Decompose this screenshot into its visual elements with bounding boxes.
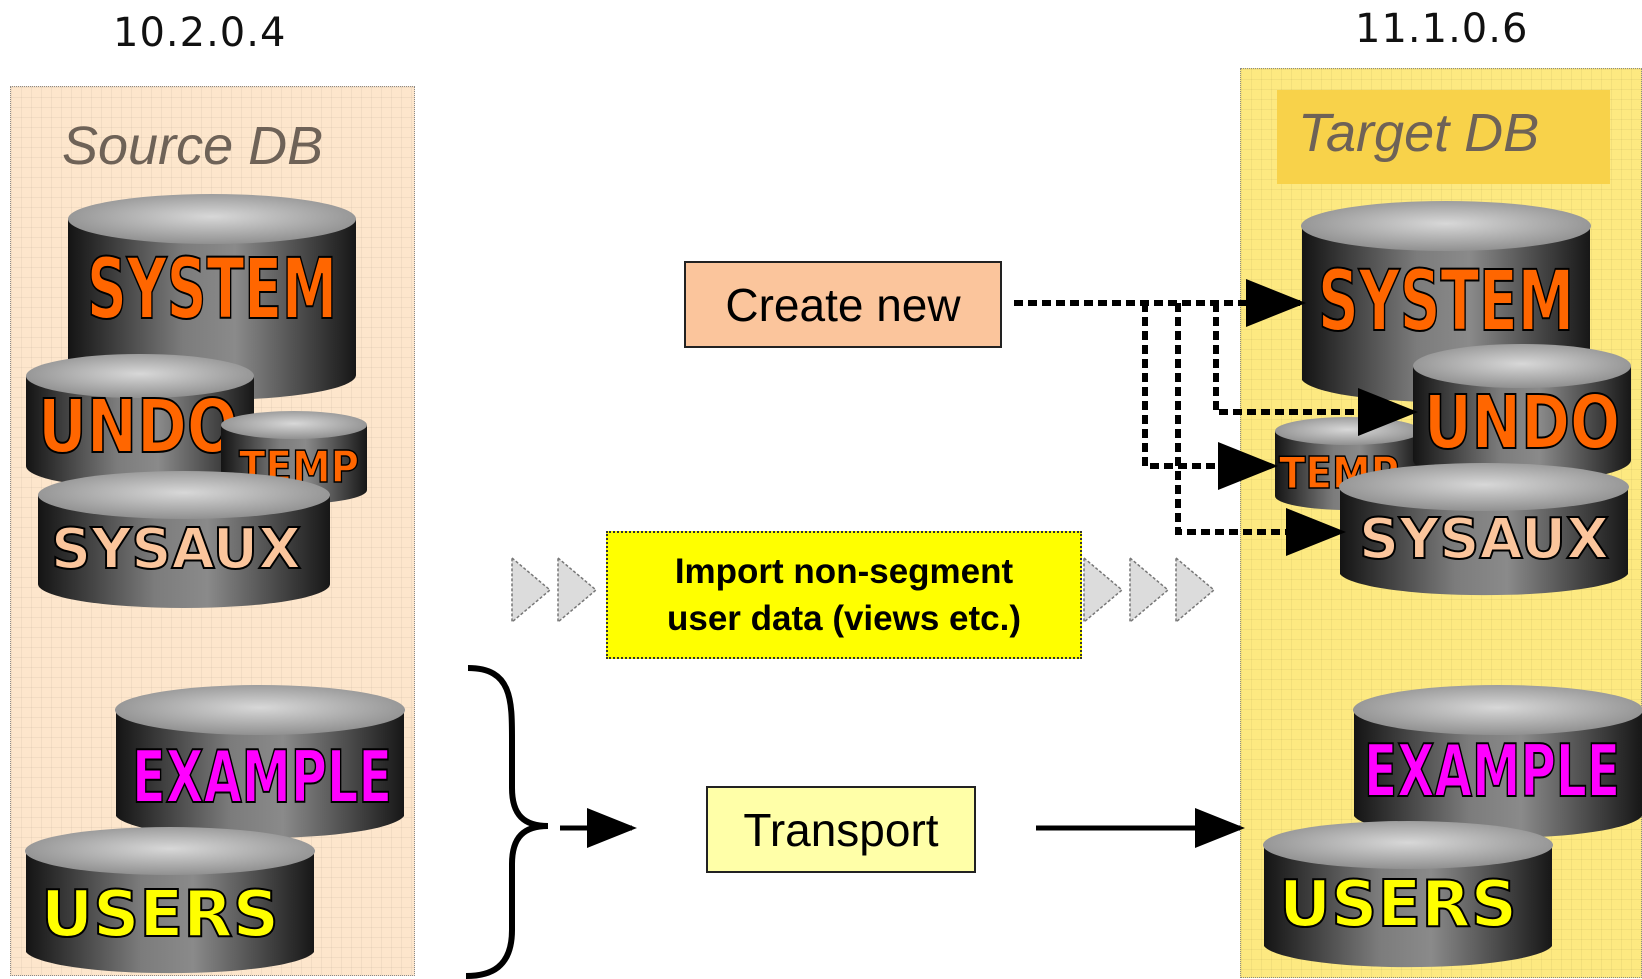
create-new-box: Create new (684, 261, 1002, 348)
target-title-highlight (1277, 90, 1610, 184)
import-chevron-left-2 (557, 556, 598, 624)
target-db-title: Target DB (1298, 103, 1540, 163)
target-example-cylinder: EXAMPLE (1353, 685, 1642, 839)
target-version-label: 11.1.0.6 (1355, 6, 1529, 52)
import-chevron-left-1 (511, 556, 552, 624)
source-example-cylinder: EXAMPLE (115, 685, 405, 839)
import-chevron-right-1 (1083, 556, 1124, 624)
target-example-label: EXAMPLE (1364, 729, 1620, 813)
source-users-cylinder: USERS (25, 827, 315, 974)
target-undo-cylinder: UNDO (1413, 344, 1631, 482)
source-example-label: EXAMPLE (132, 735, 392, 819)
tablespace-group-brace (465, 665, 549, 979)
import-line-1: Import non-segment (674, 552, 1014, 591)
import-non-segment-box: Import non-segment user data (views etc.… (606, 531, 1082, 659)
import-chevron-right-2 (1129, 556, 1170, 624)
target-users-label: USERS (1279, 868, 1517, 942)
source-sysaux-label: SYSAUX (51, 517, 301, 582)
target-system-label: SYSTEM (1318, 252, 1574, 350)
import-line-2: user data (views etc.) (666, 599, 1022, 638)
transport-box: Transport (706, 786, 976, 873)
target-undo-label: UNDO (1424, 380, 1620, 466)
source-version-label: 10.2.0.4 (113, 10, 287, 56)
create-to-sysaux-arrow (1175, 303, 1346, 556)
target-system-cylinder: SYSTEM (1301, 201, 1591, 403)
source-undo-label: UNDO (38, 384, 238, 470)
source-system-label: SYSTEM (87, 240, 337, 338)
source-sysaux-cylinder: SYSAUX (38, 471, 330, 608)
target-sysaux-cylinder: SYSAUX (1339, 463, 1629, 596)
source-undo-cylinder: UNDO (26, 354, 254, 488)
source-db-title: Source DB (62, 116, 324, 176)
target-users-cylinder: USERS (1263, 821, 1553, 968)
create-to-temp-arrow (1142, 303, 1278, 490)
import-chevron-right-3 (1175, 556, 1216, 624)
target-temp-cylinder: TEMP (1275, 417, 1421, 510)
create-to-undo-arrow (1213, 303, 1418, 436)
target-sysaux-label: SYSAUX (1359, 507, 1609, 572)
source-users-label: USERS (41, 878, 279, 952)
